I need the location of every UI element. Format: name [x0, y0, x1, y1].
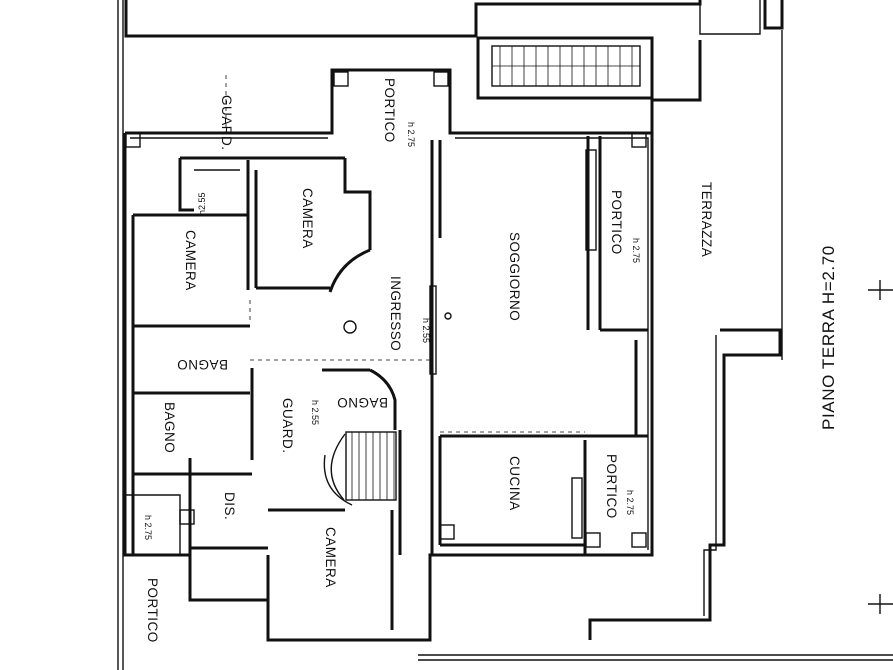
label-portico-bl-height: h 2.75: [143, 515, 153, 540]
door-openings: [225, 75, 585, 433]
label-guard-mid-height: h 2.55: [310, 400, 320, 425]
pillar: [631, 132, 647, 148]
stair-top: [476, 36, 654, 100]
upper-boundary: [124, 0, 784, 360]
pillar: [439, 524, 455, 540]
label-ingresso-height: h 2.55: [421, 318, 431, 343]
socket-icon: [444, 312, 452, 320]
pillar: [125, 132, 141, 148]
label-portico-br: PORTICO: [604, 454, 619, 519]
terrace-outline: [588, 40, 782, 640]
interior-walls: [126, 136, 648, 640]
stair-top-treads: [351, 46, 633, 500]
label-portico-right-height: h 2.75: [631, 238, 641, 263]
label-portico-right: PORTICO: [609, 190, 624, 255]
label-dis: DIS.: [222, 492, 237, 520]
label-soggiorno: SOGGIORNO: [507, 232, 522, 321]
label-portico-top-height: h 2.75: [406, 122, 416, 147]
pillar: [585, 532, 601, 548]
pillar: [179, 509, 195, 525]
label-portico-top: PORTICO: [382, 78, 397, 143]
light-fixture-icon: [343, 320, 357, 334]
label-ingresso: INGRESSO: [388, 276, 403, 351]
label-terrazza: TERRAZZA: [699, 182, 714, 257]
label-guard-mid: GUARD.: [280, 398, 295, 454]
label-height-top: h2.55: [197, 192, 207, 215]
label-cucina: CUCINA: [507, 456, 522, 511]
section-marks: [868, 280, 893, 614]
pillar: [433, 71, 449, 87]
label-bagno-a: BAGNO: [177, 357, 228, 372]
label-camera-left: CAMERA: [183, 230, 198, 291]
label-portico-bl: PORTICO: [145, 578, 160, 643]
house-perimeter: [123, 68, 654, 642]
label-bagno-b: BAGNO: [337, 395, 388, 410]
pillars: [125, 71, 647, 548]
pillar: [631, 532, 647, 548]
label-guard-top: GUARD.: [219, 95, 234, 151]
label-camera-bottom: CAMERA: [323, 527, 338, 588]
pillar: [333, 71, 349, 87]
label-camera-mid: CAMERA: [300, 188, 315, 249]
label-bagno-c: BAGNO: [162, 402, 177, 453]
label-portico-br-height: h 2.75: [625, 490, 635, 515]
page-border: [117, 0, 893, 670]
plan-title: PIANO TERRA H=2.70: [819, 245, 838, 430]
